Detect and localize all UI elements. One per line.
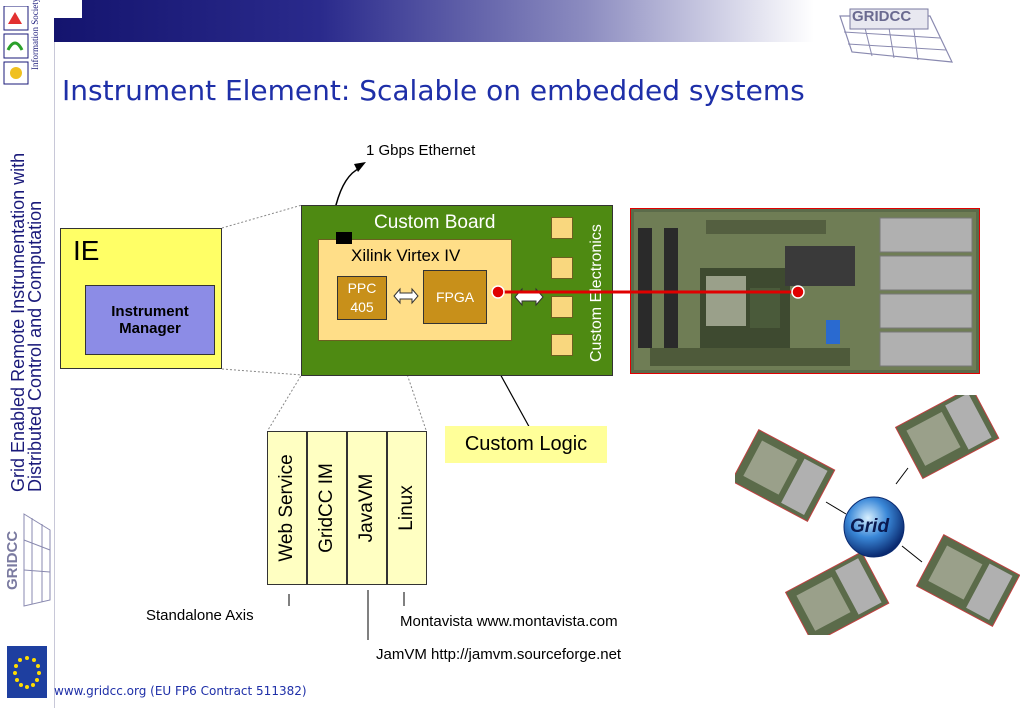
gridcc-logo-icon bbox=[839, 8, 954, 63]
fpga-box: FPGA bbox=[423, 270, 487, 324]
jamvm-label: JamVM http://jamvm.sourceforge.net bbox=[376, 646, 622, 663]
stack-web-service: Web Service bbox=[267, 431, 307, 585]
red-link-line bbox=[491, 285, 805, 299]
stack-linux: Linux bbox=[387, 431, 427, 585]
left-sidebar: Information Society Technologies Grid En… bbox=[0, 0, 55, 708]
custom-logic-box: Custom Logic bbox=[445, 426, 607, 463]
header-corner bbox=[54, 0, 82, 18]
electronics-square bbox=[551, 334, 573, 356]
double-arrow-icon bbox=[393, 287, 419, 305]
ist-logo-icon bbox=[3, 6, 29, 85]
montavista-label: Montavista www.montavista.com bbox=[400, 613, 618, 630]
custom-board: Custom Board Xilink Virtex IV PPC 405 FP… bbox=[301, 205, 613, 376]
instrument-manager-box: Instrument Manager bbox=[85, 285, 215, 355]
stack-javavm: JavaVM bbox=[347, 431, 387, 585]
eu-flag-icon bbox=[7, 646, 47, 698]
ie-box: IE Instrument Manager bbox=[60, 228, 222, 369]
stack-gridcc-im: GridCC IM bbox=[307, 431, 347, 585]
slide-title: Instrument Element: Scalable on embedded… bbox=[62, 74, 805, 107]
ie-label: IE bbox=[73, 235, 100, 266]
custom-board-label: Custom Board bbox=[374, 212, 496, 233]
grid-label: Grid bbox=[850, 516, 890, 537]
gridcc-sidebar-logo-icon bbox=[23, 513, 51, 607]
electronics-square bbox=[551, 257, 573, 279]
ethernet-connector bbox=[336, 232, 352, 244]
xilinx-label: Xilink Virtex IV bbox=[351, 246, 461, 265]
ethernet-label: 1 Gbps Ethernet bbox=[366, 142, 476, 159]
electronics-square bbox=[551, 217, 573, 239]
electronics-square bbox=[551, 296, 573, 318]
grid-cluster-icon bbox=[735, 395, 1020, 635]
standalone-axis-label: Standalone Axis bbox=[146, 607, 254, 624]
footer-url[interactable]: www.gridcc.org (EU FP6 Contract 511382) bbox=[54, 684, 307, 698]
xilinx-box: Xilink Virtex IV PPC 405 FPGA bbox=[318, 239, 512, 341]
gridcc-logo-text: GRIDCC bbox=[852, 8, 912, 25]
ppc-box: PPC 405 bbox=[337, 276, 387, 320]
header-gradient-bar bbox=[54, 0, 814, 42]
